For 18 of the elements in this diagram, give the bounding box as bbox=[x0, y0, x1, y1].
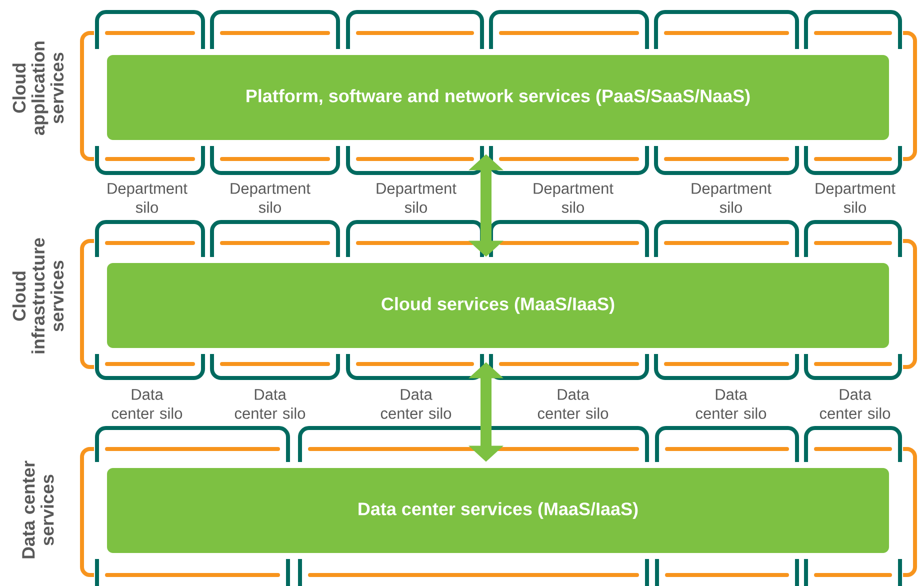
layer-label: Cloud infrastructure services bbox=[12, 238, 64, 354]
silo-label: Data center silo bbox=[112, 389, 182, 419]
service-bar: Platform, software and network services (PaaS/SaaS/NaaS) bbox=[107, 55, 890, 140]
service-bar: Cloud services (MaaS/IaaS) bbox=[107, 263, 890, 348]
silo-label: Department silo bbox=[230, 183, 310, 213]
silo-label: Data center silo bbox=[538, 389, 608, 419]
silo-label: Data center silo bbox=[234, 389, 306, 419]
silo-label: Department silo bbox=[692, 183, 772, 213]
silo-label: Data center silo bbox=[696, 389, 766, 419]
silo-label: Data center silo bbox=[820, 389, 890, 419]
silo-label: Department silo bbox=[108, 183, 188, 213]
layer-label: Cloud application services bbox=[12, 42, 64, 135]
silo-label: Department silo bbox=[534, 183, 614, 213]
silo-label: Data center silo bbox=[380, 389, 452, 419]
layer-label: Data center services bbox=[22, 460, 54, 558]
silo-label: Department silo bbox=[816, 183, 896, 213]
service-bar: Data center services (MaaS/IaaS) bbox=[107, 468, 890, 553]
silo-label: Department silo bbox=[376, 183, 456, 213]
